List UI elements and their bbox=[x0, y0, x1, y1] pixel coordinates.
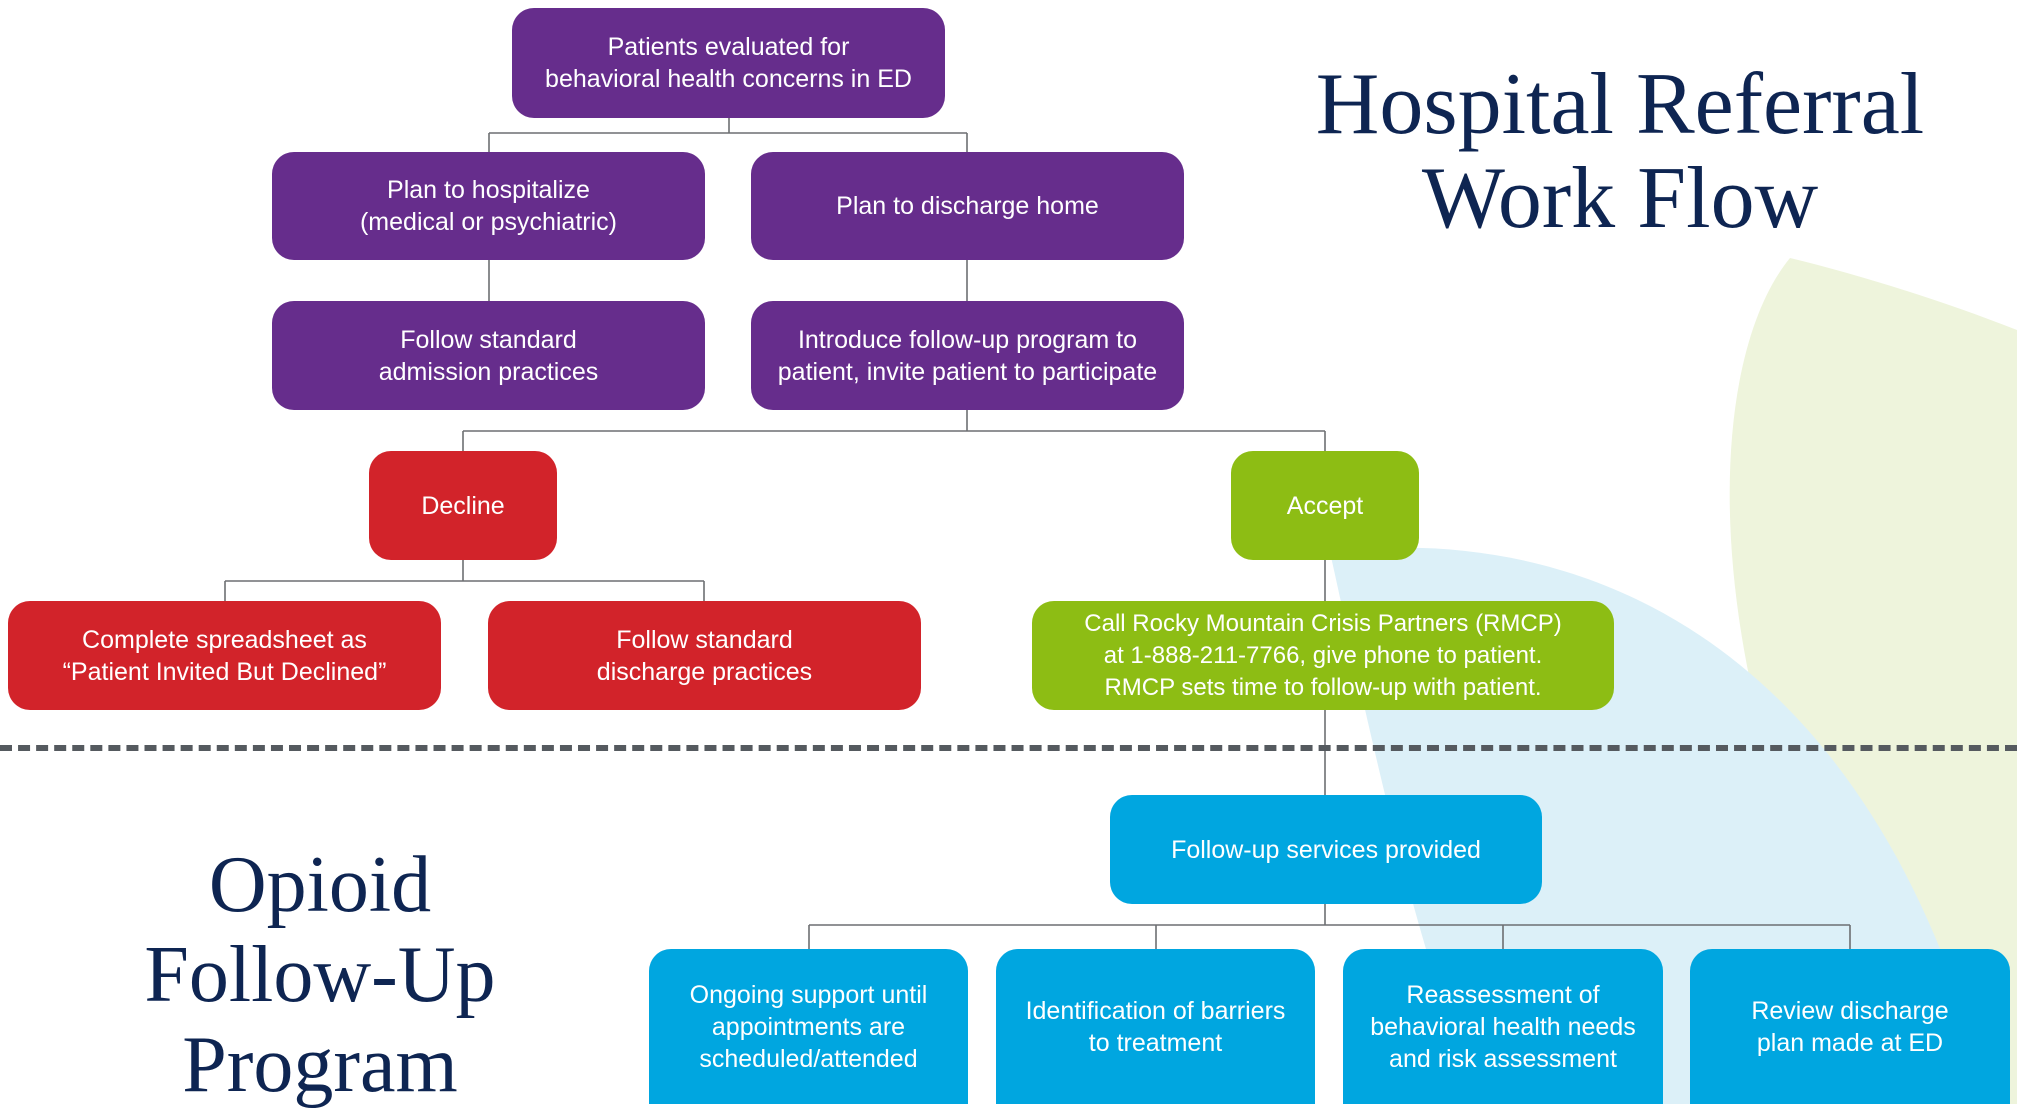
hospital-referral-title: Hospital Referral Work Flow bbox=[1315, 56, 1925, 247]
node-ongoing-support: Ongoing support until appointments are s… bbox=[649, 949, 968, 1104]
node-review-discharge-plan: Review discharge plan made at ED bbox=[1690, 949, 2010, 1104]
node-follow-admission: Follow standard admission practices bbox=[272, 301, 705, 410]
node-introduce-program: Introduce follow-up program to patient, … bbox=[751, 301, 1184, 410]
node-identification-barriers: Identification of barriers to treatment bbox=[996, 949, 1315, 1104]
node-reassessment: Reassessment of behavioral health needs … bbox=[1343, 949, 1663, 1104]
node-plan-discharge-home: Plan to discharge home bbox=[751, 152, 1184, 260]
node-call-rmcp: Call Rocky Mountain Crisis Partners (RMC… bbox=[1032, 601, 1614, 710]
node-patients-evaluated: Patients evaluated for behavioral health… bbox=[512, 8, 945, 118]
node-accept: Accept bbox=[1231, 451, 1419, 560]
node-plan-hospitalize: Plan to hospitalize (medical or psychiat… bbox=[272, 152, 705, 260]
node-decline: Decline bbox=[369, 451, 557, 560]
node-follow-discharge-practices: Follow standard discharge practices bbox=[488, 601, 921, 710]
node-followup-services: Follow-up services provided bbox=[1110, 795, 1542, 904]
section-divider bbox=[0, 745, 2017, 751]
opioid-program-title: Opioid Follow-Up Program bbox=[144, 841, 496, 1109]
node-complete-spreadsheet: Complete spreadsheet as “Patient Invited… bbox=[8, 601, 441, 710]
